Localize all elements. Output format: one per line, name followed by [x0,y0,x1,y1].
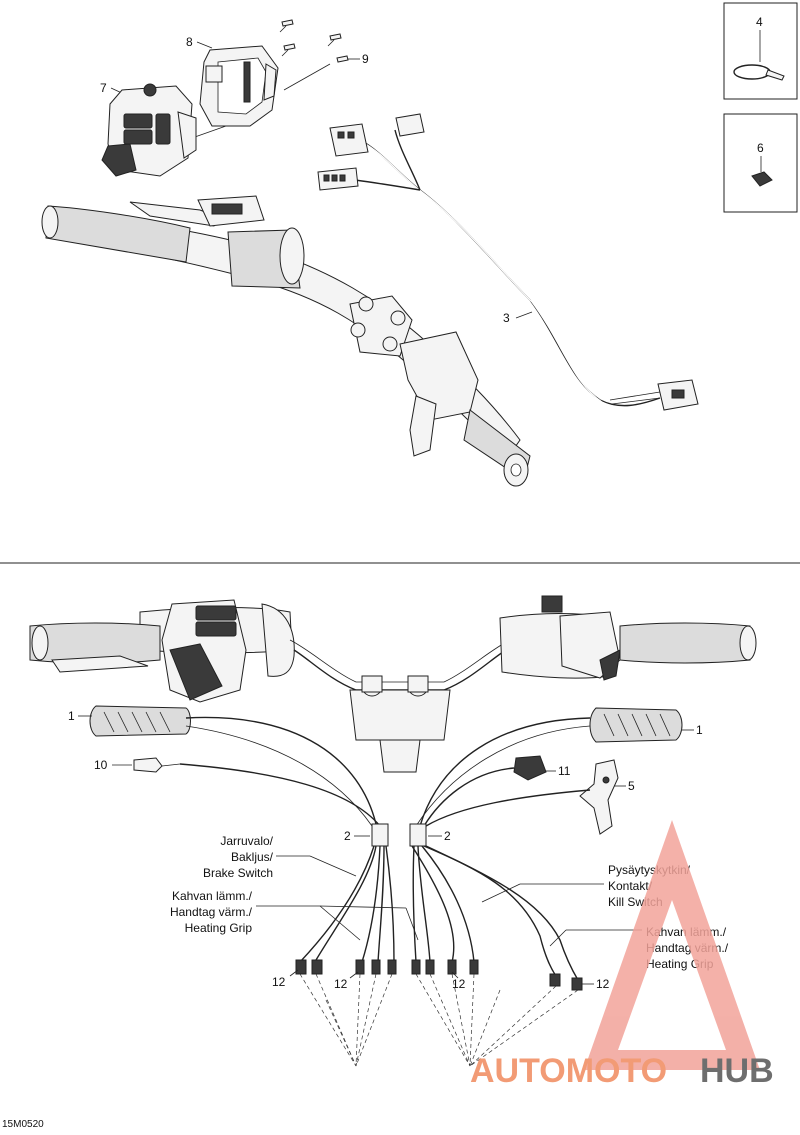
heating-grip-left-line-2: Handtag värm./ [170,905,253,919]
callout-11: 11 [558,764,571,778]
callout-12-c: 12 [452,977,466,991]
automotohub-watermark: AUTOMOTO HUB [470,820,774,1090]
callout-9: 9 [362,52,369,66]
watermark-text-part2: HUB [700,1052,774,1090]
callout-2-left: 2 [344,829,351,843]
label-heating-grip-left: Kahvan lämm./ Handtag värm./ Heating Gri… [170,889,419,941]
heating-grip-left-line-3: Heating Grip [185,921,253,935]
handlebar-top [41,195,531,487]
bracket-5 [579,759,619,835]
diagram-code: 15M0520 [2,1119,44,1130]
callout-12-b: 12 [334,977,348,991]
switch-housing-bracket [199,45,279,127]
clip-icon [751,171,773,187]
callout-2-right: 2 [444,829,451,843]
callout-5: 5 [628,779,635,793]
connector-10 [133,757,163,773]
brake-switch-line-1: Jarruvalo/ [220,834,273,848]
callout-12-d: 12 [596,977,610,991]
kill-switch-line-2: Kontakt/ [608,879,653,893]
label-brake-switch: Jarruvalo/ Bakljus/ Brake Switch [203,834,357,880]
callout-6: 6 [757,141,764,155]
wiring-harness-3 [317,113,699,411]
part-6-box: 6 [723,113,798,213]
heating-grip-left-line-1: Kahvan lämm./ [172,889,253,903]
heating-grip-right [589,707,683,743]
callout-4: 4 [756,15,763,29]
screws [279,19,349,63]
callout-10: 10 [94,758,108,772]
brake-switch-line-2: Bakljus/ [231,850,274,864]
callout-3: 3 [503,311,510,325]
callout-8: 8 [186,35,193,49]
callout-1-right: 1 [696,723,703,737]
watermark-triangle-icon [584,820,760,1070]
handlebar-bottom [29,595,757,773]
callout-7: 7 [100,81,107,95]
wiring-bundle [179,716,591,827]
lower-wires [299,845,579,981]
callout-1-left: 1 [68,709,75,723]
brake-switch-line-3: Brake Switch [203,866,273,880]
control-switch-module [101,83,197,177]
right-grip-bottom [619,622,751,664]
dashed-leaders [299,973,579,1067]
part-4-box: 4 [723,2,798,100]
callout-12-a: 12 [272,975,286,989]
sleeve-right [409,823,427,847]
watermark-text-part1: AUTOMOTO [470,1052,667,1090]
left-grip [45,205,191,263]
switch-11 [513,755,547,781]
heating-grip-left [89,705,191,737]
sleeve-left [371,823,389,847]
